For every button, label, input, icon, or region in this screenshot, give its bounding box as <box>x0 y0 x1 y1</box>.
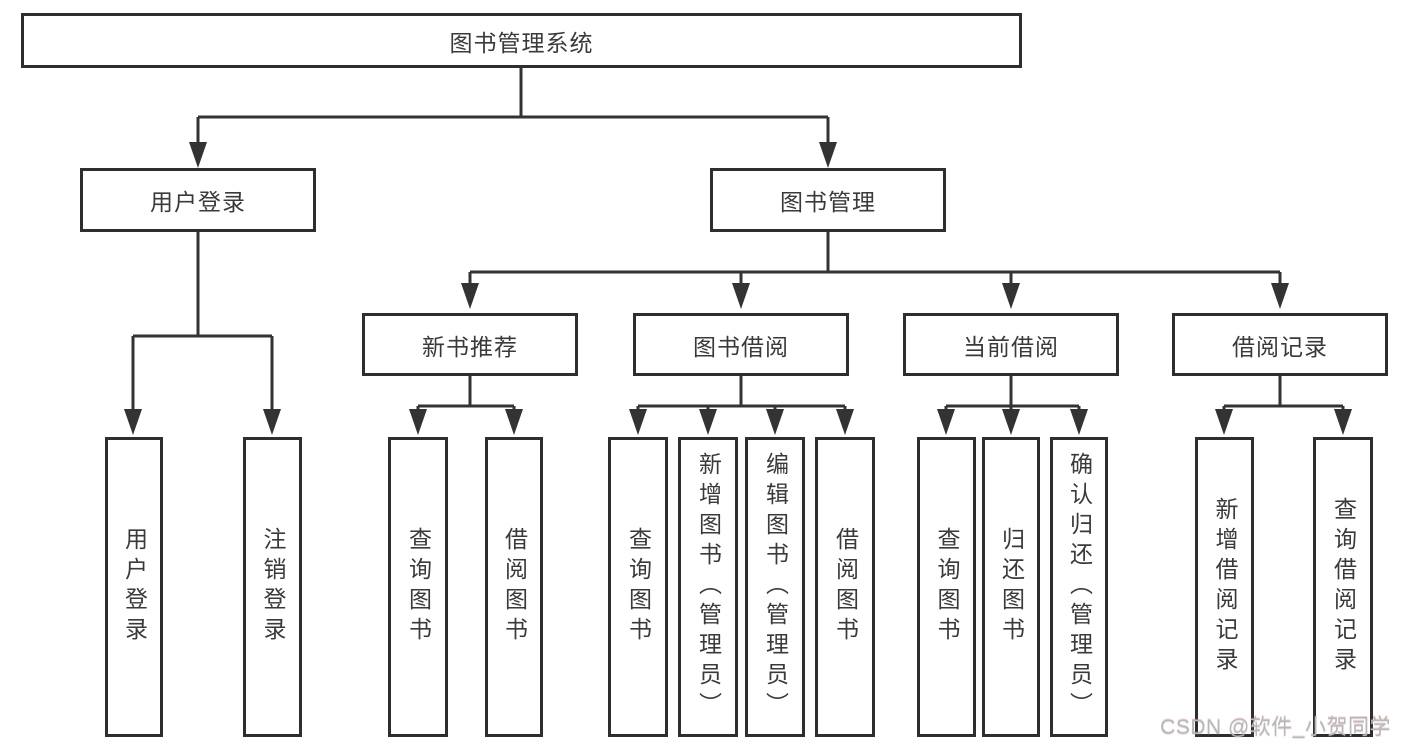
leaf-query-books-borrow: 查询图书 <box>608 437 668 737</box>
node-new-book-recommendation: 新书推荐 <box>362 313 578 376</box>
leaf-borrow-books-recommend: 借阅图书 <box>485 437 543 737</box>
leaf-confirm-return-admin: 确认归还（管理员） <box>1050 437 1108 737</box>
leaf-query-books-current: 查询图书 <box>917 437 976 737</box>
node-label: 查询图书 <box>625 527 652 647</box>
node-user-login: 用户登录 <box>80 168 316 232</box>
leaf-borrow-books-borrow: 借阅图书 <box>815 437 875 737</box>
node-label: 借阅记录 <box>1232 333 1328 360</box>
node-label: 确认归还（管理员） <box>1066 452 1093 722</box>
node-label: 归还图书 <box>998 527 1025 647</box>
node-label: 借阅图书 <box>501 527 528 647</box>
leaf-user-login: 用户登录 <box>105 437 163 737</box>
node-label: 图书借阅 <box>693 333 789 360</box>
node-label: 查询借阅记录 <box>1330 497 1357 677</box>
node-label: 图书管理 <box>780 189 876 215</box>
node-current-borrowing: 当前借阅 <box>903 313 1119 376</box>
node-label: 注销登录 <box>260 527 286 647</box>
node-label: 查询图书 <box>934 527 960 647</box>
node-label: 编辑图书（管理员） <box>762 452 789 722</box>
leaf-add-borrow-record: 新增借阅记录 <box>1195 437 1254 737</box>
leaf-query-books-recommend: 查询图书 <box>388 437 448 737</box>
connector-segments <box>131 68 1345 414</box>
node-label: 当前借阅 <box>963 333 1059 360</box>
node-label: 借阅图书 <box>832 527 859 647</box>
node-book-borrowing: 图书借阅 <box>633 313 849 376</box>
leaf-return-books: 归还图书 <box>982 437 1040 737</box>
node-borrowing-records: 借阅记录 <box>1172 313 1388 376</box>
node-label: 新增借阅记录 <box>1212 497 1238 677</box>
node-book-management: 图书管理 <box>710 168 946 232</box>
leaf-add-books-admin: 新增图书（管理员） <box>678 437 738 737</box>
csdn-watermark: CSDN @软件_小贺同学 <box>1160 716 1391 739</box>
leaf-edit-books-admin: 编辑图书（管理员） <box>745 437 805 737</box>
node-label: 用户登录 <box>121 527 148 647</box>
node-label: 查询图书 <box>405 527 432 647</box>
node-label: 新书推荐 <box>422 333 518 360</box>
node-label: 用户登录 <box>150 189 246 215</box>
node-library-system: 图书管理系统 <box>21 13 1022 68</box>
arrowhead-icons <box>124 142 1352 435</box>
leaf-query-borrow-record: 查询借阅记录 <box>1313 437 1373 737</box>
leaf-logout-login: 注销登录 <box>243 437 302 737</box>
node-label: 图书管理系统 <box>449 29 594 56</box>
node-label: 新增图书（管理员） <box>695 452 722 722</box>
